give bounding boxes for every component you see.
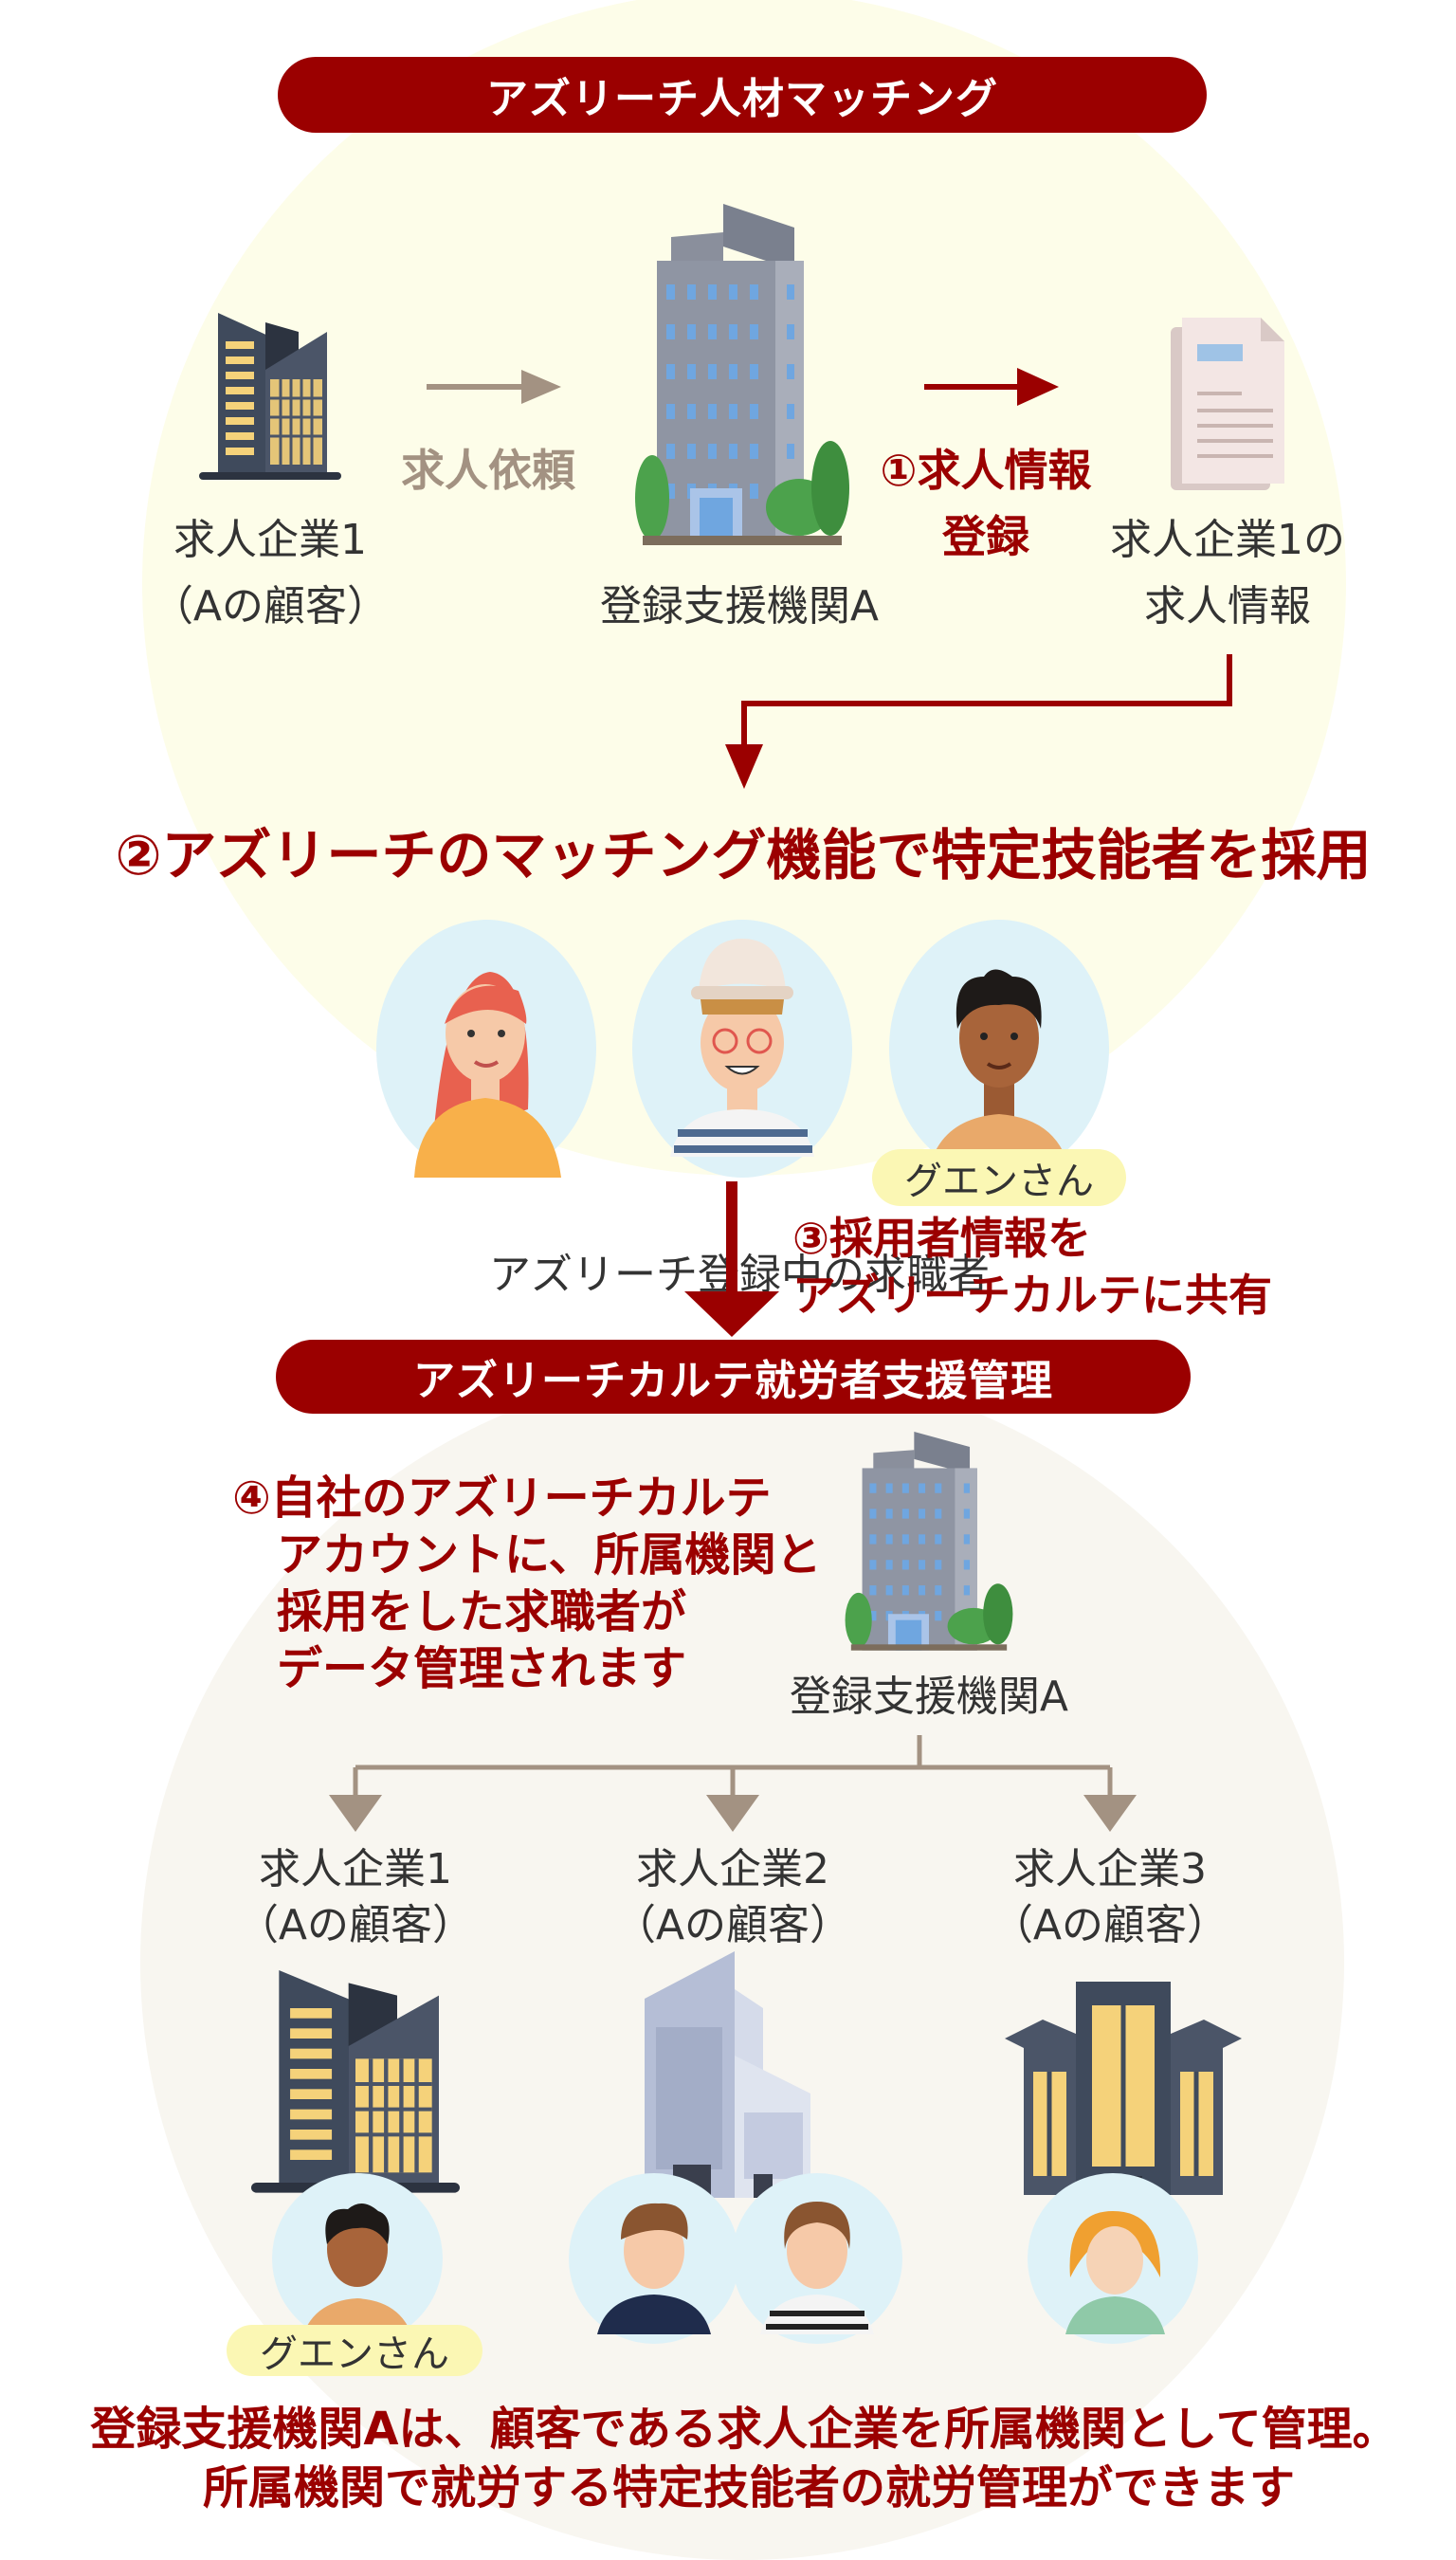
tree-arrows-icon	[329, 1735, 1137, 1832]
arrow-right-icon	[924, 368, 1059, 406]
person-avatar-icon	[376, 920, 596, 1178]
step3-label: ③採用者情報を	[792, 1213, 1091, 1264]
office-building-icon	[645, 1951, 810, 2198]
document-icon	[1171, 318, 1284, 490]
job-info-label: 求人企業1の	[1110, 516, 1345, 564]
step4-line-1: ④自社のアズリーチカルテ	[232, 1472, 772, 1525]
step1-label: ①求人情報	[880, 445, 1092, 496]
person-avatar-icon	[732, 2173, 902, 2344]
person-avatar-icon	[632, 920, 852, 1178]
request-label: 求人依頼	[401, 445, 575, 496]
arrow-right-icon	[427, 370, 561, 404]
arrow-down-icon	[684, 1181, 779, 1337]
company2-label: 求人企業2	[636, 1845, 829, 1893]
step2-headline: ②アズリーチのマッチング機能で特定技能者を採用	[115, 823, 1372, 887]
office-building-icon	[1005, 1982, 1242, 2195]
footer-line-2: 所属機関で就労する特定技能者の就労管理ができます	[202, 2461, 1295, 2514]
company-sublabel: （Aの顧客）	[151, 582, 390, 631]
person-avatar-icon	[1028, 2173, 1198, 2344]
company2-sublabel: （Aの顧客）	[613, 1901, 852, 1949]
agency-label: 登録支援機関A	[789, 1673, 1069, 1721]
company1-sublabel: （Aの顧客）	[236, 1901, 475, 1949]
agency-building-icon	[635, 204, 849, 545]
company3-label: 求人企業3	[1013, 1845, 1207, 1893]
worker-name-badge: グエンさん	[227, 2325, 482, 2376]
footer-line-1: 登録支援機関Aは、顧客である求人企業を所属機関として管理。	[90, 2403, 1398, 2456]
company-label: 求人企業1	[173, 516, 367, 564]
company1-label: 求人企業1	[259, 1845, 452, 1893]
elbow-arrow-icon	[725, 654, 1232, 789]
person-avatar-icon	[272, 2173, 443, 2344]
agency-building-icon	[845, 1432, 1013, 1651]
step4-line-2: アカウントに、所属機関と	[277, 1528, 822, 1582]
job-info-label-2: 求人情報	[1144, 582, 1311, 631]
agency-label: 登録支援機関A	[599, 582, 880, 631]
step3-label-2: アズリーチカルテに共有	[792, 1270, 1272, 1321]
office-building-icon	[251, 1970, 460, 2193]
step4-line-3: 採用をした求職者が	[277, 1585, 687, 1638]
person-avatar-icon	[569, 2173, 739, 2344]
step4-line-4: データ管理されます	[277, 1642, 687, 1695]
company3-sublabel: （Aの顧客）	[991, 1901, 1229, 1949]
step1-label-2: 登録	[942, 511, 1029, 562]
candidates-caption: アズリーチ登録中の求職者	[489, 1251, 990, 1299]
matching-banner: アズリーチ人材マッチング	[278, 57, 1207, 133]
candidate-name-badge: グエンさん	[872, 1149, 1126, 1206]
karte-banner: アズリーチカルテ就労者支援管理	[276, 1340, 1191, 1414]
office-building-icon	[199, 313, 341, 480]
